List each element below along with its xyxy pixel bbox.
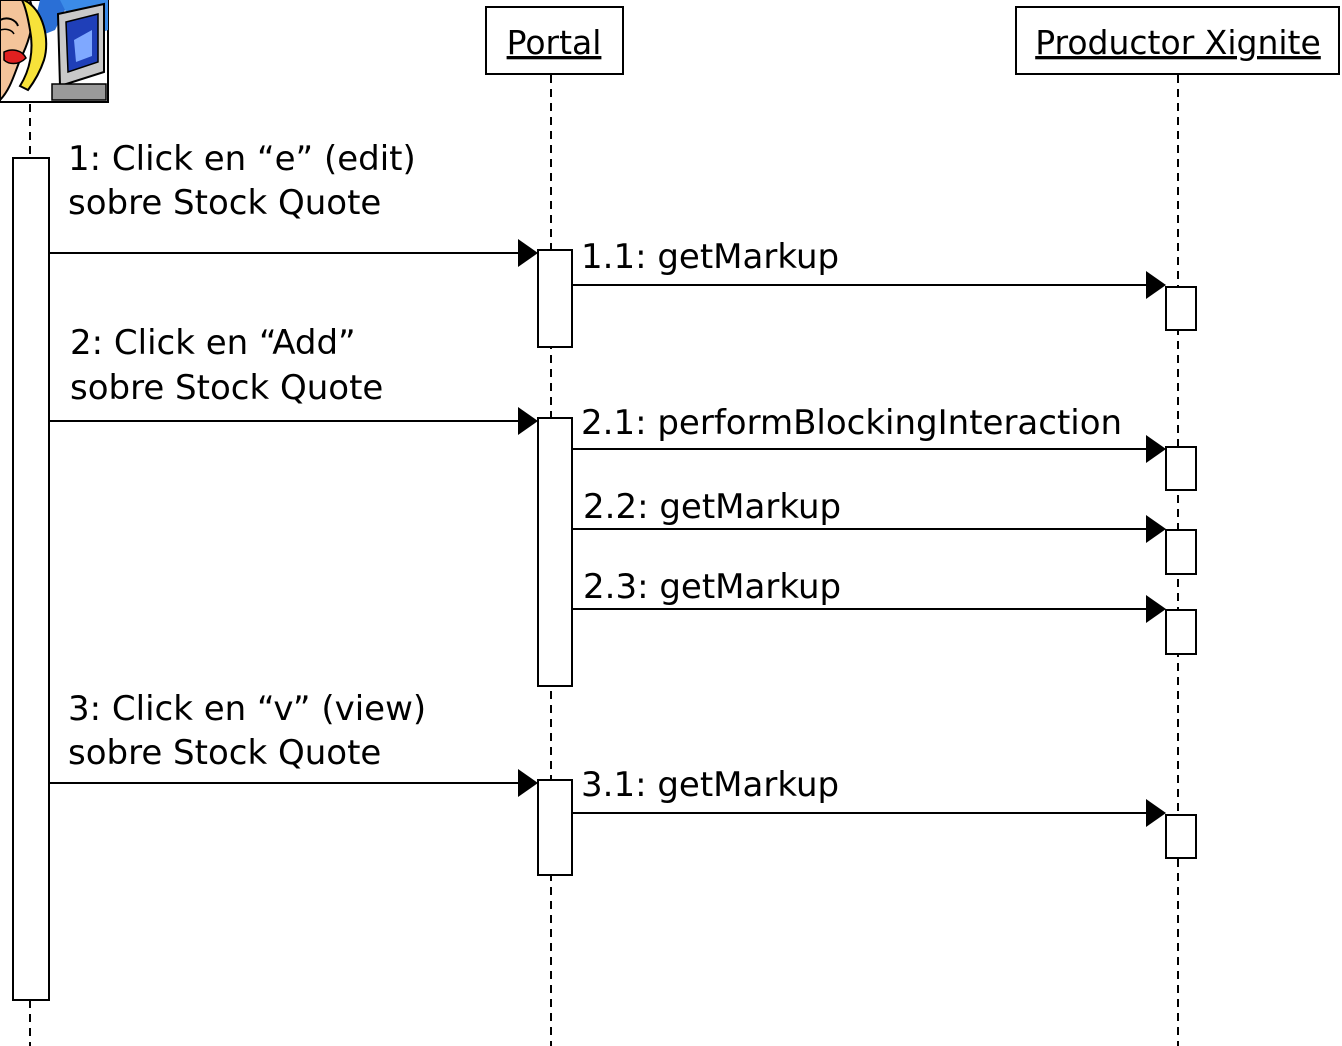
producer-activation-1 <box>1165 286 1197 331</box>
message-3-label-line1: 3: Click en “v” (view) <box>68 689 426 729</box>
message-3-label-line2: sobre Stock Quote <box>68 733 381 773</box>
message-2-label-line1: 2: Click en “Add” <box>70 323 356 363</box>
portal-activation-1 <box>537 249 573 348</box>
message-2-label-line2: sobre Stock Quote <box>70 368 383 408</box>
message-1 <box>49 239 538 267</box>
message-1-1-label: 1.1: getMarkup <box>581 237 839 277</box>
message-2 <box>49 407 538 435</box>
message-3-1 <box>572 799 1166 827</box>
message-2-3 <box>572 595 1166 623</box>
producer-activation-3 <box>1165 529 1197 575</box>
producer-participant: Productor Xignite <box>1015 6 1340 75</box>
message-1-label-line1: 1: Click en “e” (edit) <box>68 139 416 179</box>
message-3-1-label: 3.1: getMarkup <box>581 765 839 805</box>
message-3 <box>49 769 538 797</box>
message-2-2 <box>572 515 1166 543</box>
portal-activation-3 <box>537 779 573 876</box>
producer-participant-label: Productor Xignite <box>1035 23 1321 62</box>
producer-activation-5 <box>1165 814 1197 859</box>
woman-at-computer-icon <box>0 0 109 103</box>
producer-activation-2 <box>1165 446 1197 491</box>
message-2-3-label: 2.3: getMarkup <box>583 567 841 607</box>
message-1-label-line2: sobre Stock Quote <box>68 183 381 223</box>
portal-activation-2 <box>537 417 573 687</box>
actor-activation <box>12 157 50 1001</box>
message-1-1 <box>572 271 1166 299</box>
message-2-1 <box>572 435 1166 463</box>
message-2-2-label: 2.2: getMarkup <box>583 487 841 527</box>
producer-activation-4 <box>1165 609 1197 655</box>
portal-participant: Portal <box>485 6 624 75</box>
portal-participant-label: Portal <box>507 23 602 62</box>
message-2-1-label: 2.1: performBlockingInteraction <box>581 403 1122 443</box>
